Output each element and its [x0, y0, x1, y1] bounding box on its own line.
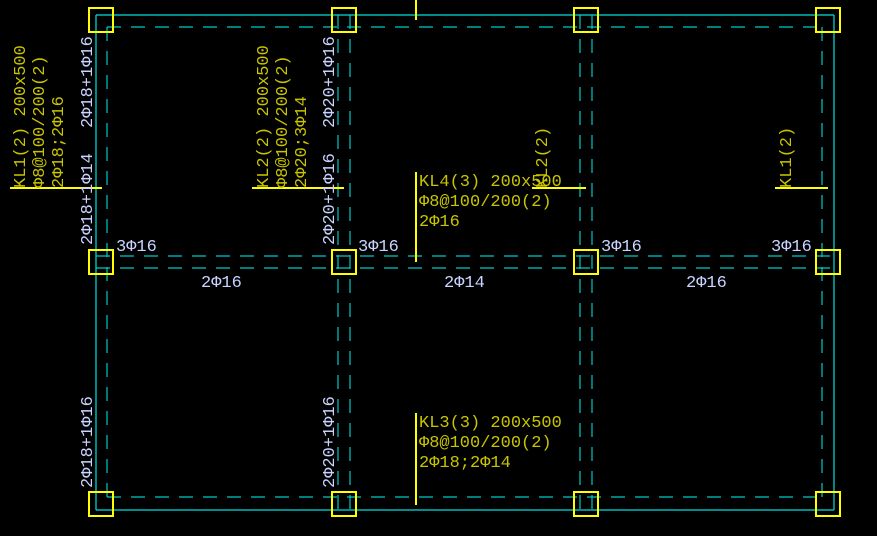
column[interactable] [573, 491, 599, 517]
column[interactable] [815, 7, 841, 33]
kl3-rebar: 2Φ18;2Φ14 [419, 454, 511, 473]
kl4-rebar: 2Φ16 [419, 213, 460, 232]
kl2-name: KL2(2) 200x500 [255, 45, 274, 188]
column[interactable] [331, 249, 357, 275]
column[interactable] [573, 249, 599, 275]
kl3-stirrup: Φ8@100/200(2) [419, 434, 552, 453]
top-bar-label: 3Φ16 [116, 238, 157, 257]
kl4-name: KL4(3) 200x500 [419, 173, 562, 192]
kl2-stirrup: Φ8@100/200(2) [274, 55, 293, 188]
column[interactable] [331, 491, 357, 517]
top-bar-label: 3Φ16 [358, 238, 399, 257]
kl4-annotation: KL4(3) 200x500 Φ8@100/200(2) 2Φ16 [419, 173, 562, 232]
column[interactable] [88, 249, 114, 275]
kl3-name: KL3(3) 200x500 [419, 414, 562, 433]
column[interactable] [331, 7, 357, 33]
columns [88, 7, 841, 517]
kl3-annotation: KL3(3) 200x500 Φ8@100/200(2) 2Φ18;2Φ14 [419, 414, 562, 473]
support-rebar: 2Φ20+1Φ16 [321, 396, 340, 488]
column[interactable] [815, 491, 841, 517]
support-rebar: 2Φ18+1Φ16 [79, 396, 98, 488]
beam-bar-labels: 3Φ16 3Φ16 3Φ16 3Φ16 2Φ16 2Φ14 2Φ16 [116, 238, 812, 293]
kl2-reference: KL2(2) [534, 127, 553, 188]
support-rebar: 2Φ20+1Φ16 [321, 36, 340, 128]
column[interactable] [88, 7, 114, 33]
kl4-stirrup: Φ8@100/200(2) [419, 193, 552, 212]
kl1-stirrup: Φ8@100/200(2) [31, 55, 50, 188]
bottom-bar-label: 2Φ16 [686, 274, 727, 293]
support-rebar: 2Φ20+1Φ16 [321, 153, 340, 245]
kl1-rebar: 2Φ18;2Φ16 [50, 96, 69, 188]
support-rebar: 2Φ18+1Φ16 [79, 36, 98, 128]
column[interactable] [573, 7, 599, 33]
column[interactable] [815, 249, 841, 275]
support-rebar: 2Φ18+1Φ14 [79, 153, 98, 245]
kl1-name: KL1(2) 200x500 [12, 45, 31, 188]
support-rebars: 2Φ18+1Φ16 2Φ18+1Φ14 2Φ20+1Φ16 2Φ20+1Φ16 … [79, 36, 340, 488]
kl2-annotation: KL2(2) 200x500 Φ8@100/200(2) 2Φ20;3Φ14 [255, 45, 312, 188]
bottom-bar-label: 2Φ14 [444, 274, 485, 293]
top-bar-label: 3Φ16 [601, 238, 642, 257]
kl2-rebar: 2Φ20;3Φ14 [293, 96, 312, 188]
leader-lines [10, 0, 828, 505]
kl1-reference: KL1(2) [778, 127, 797, 188]
top-bar-label: 3Φ16 [771, 238, 812, 257]
bottom-bar-label: 2Φ16 [201, 274, 242, 293]
kl1-annotation: KL1(2) 200x500 Φ8@100/200(2) 2Φ18;2Φ16 [12, 45, 69, 188]
axis-lines [95, 14, 835, 511]
column[interactable] [88, 491, 114, 517]
